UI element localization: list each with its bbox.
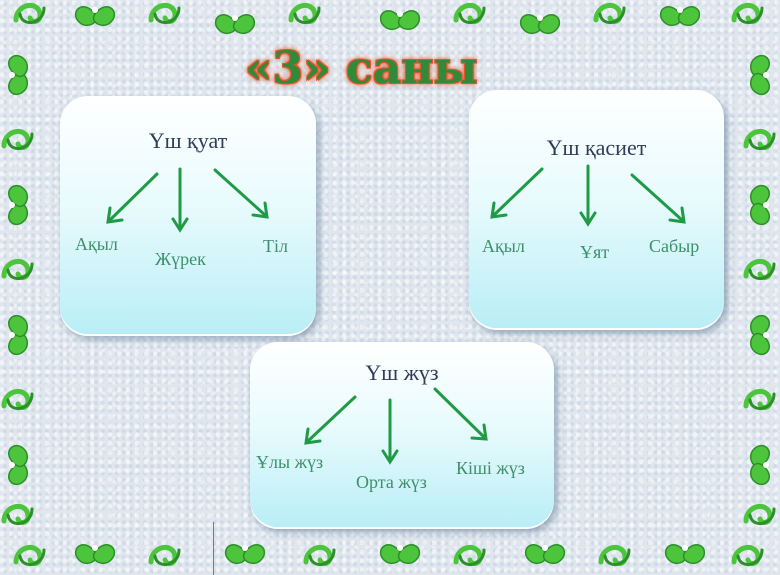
arrowhead-icon [579, 211, 597, 227]
arrow-icon [306, 395, 357, 443]
card-item: Ақыл [482, 236, 525, 256]
arrowhead-icon [251, 201, 269, 219]
card-three-virtues: Үш қасиет Ақыл Ұят Сабыр [469, 90, 724, 328]
card-three-powers: Үш қуат Ақыл Жүрек Тіл [60, 96, 316, 334]
card-item: Ақыл [75, 234, 118, 254]
border-bottom [16, 543, 762, 565]
card-heading: Үш қасиет [546, 135, 647, 160]
card-item: Тіл [263, 236, 288, 256]
arrows [106, 167, 269, 233]
arrow-icon [108, 172, 159, 222]
card-heading: Үш жүз [365, 360, 439, 385]
card-item: Кіші жүз [456, 458, 525, 478]
arrow-icon [492, 167, 544, 217]
card-item: Сабыр [649, 236, 700, 256]
border-top [16, 5, 762, 35]
arrowhead-icon [470, 423, 488, 441]
arrowhead-icon [490, 201, 508, 219]
border-left [4, 54, 32, 524]
arrow-icon [213, 168, 267, 217]
card-heading: Үш қуат [148, 128, 228, 153]
arrow-icon [630, 173, 684, 222]
card-three-zhuz: Үш жүз Ұлы жүз Орта жүз Кіші жүз [250, 342, 554, 527]
card-item: Ұлы жүз [256, 452, 324, 472]
arrows [490, 164, 686, 227]
arrowhead-icon [171, 217, 189, 233]
arrowhead-icon [668, 206, 686, 224]
arrows [304, 387, 488, 465]
slide-title: «3» саны [245, 43, 478, 94]
arrowhead-icon [304, 427, 322, 445]
arrow-icon [433, 387, 486, 439]
card-item: Ұят [580, 242, 610, 262]
arrowhead-icon [381, 449, 399, 465]
border-right [746, 54, 774, 524]
divider-line [213, 522, 214, 575]
card-item: Жүрек [155, 249, 206, 269]
card-item: Орта жүз [356, 472, 427, 492]
arrowhead-icon [106, 206, 124, 224]
